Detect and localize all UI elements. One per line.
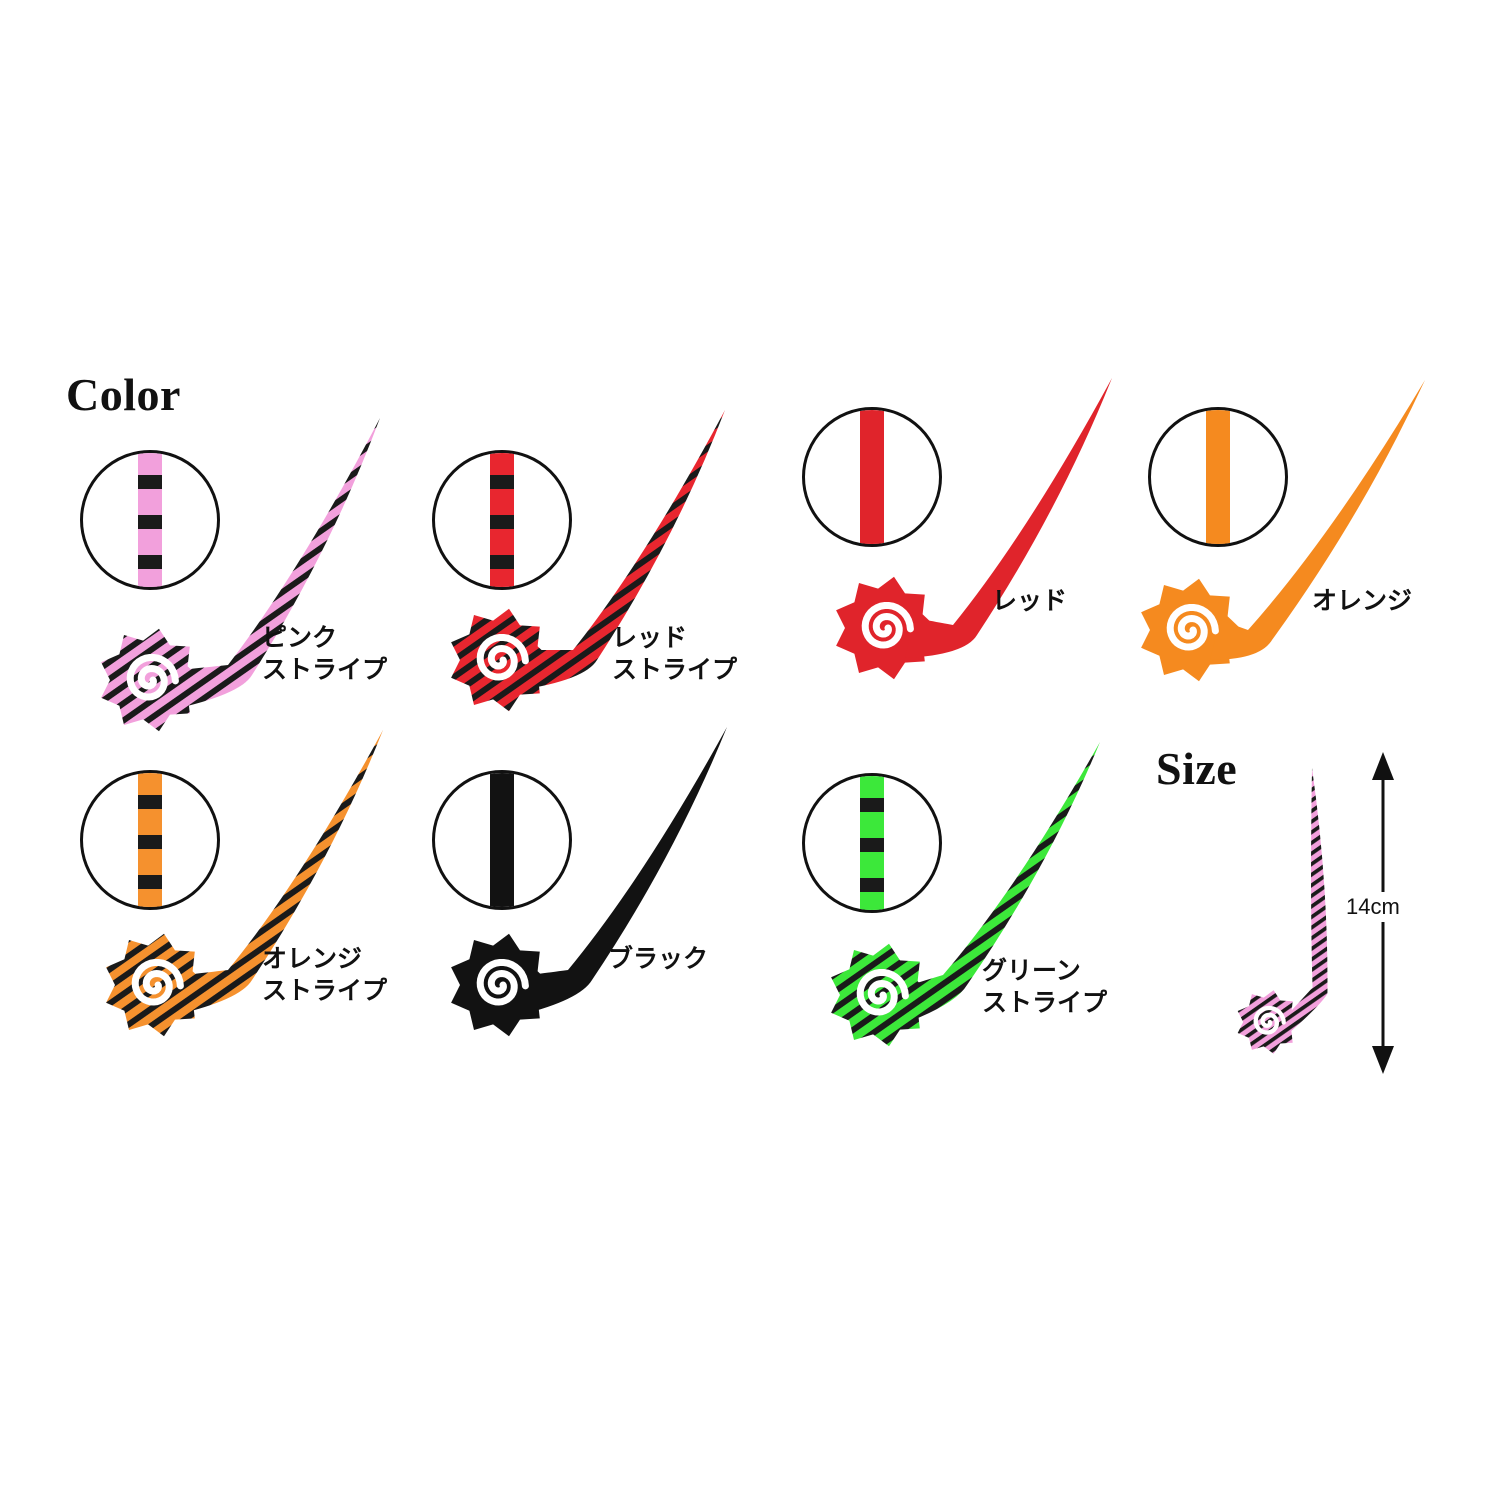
lure-spiral	[1166, 604, 1219, 651]
swatch-circle-red-stripe	[432, 450, 572, 590]
lure-spiral	[1253, 1005, 1286, 1035]
lure-tail	[520, 727, 727, 1015]
swatch-circle-orange-stripe	[80, 770, 220, 910]
lure-tail	[905, 378, 1112, 658]
swatch-circle-black	[432, 770, 572, 910]
swatch-strip	[138, 773, 162, 907]
size-length-label: 14cm	[1346, 892, 1400, 922]
lure-spiral	[126, 654, 179, 701]
lure-spiral	[476, 959, 529, 1006]
size-heading: Size	[1156, 743, 1238, 794]
swatch-strip	[490, 773, 514, 907]
color-heading: Color	[66, 369, 181, 420]
lure-tail	[175, 730, 383, 1015]
lure-spiral	[861, 602, 914, 649]
variant-label-orange: オレンジ	[1312, 586, 1413, 615]
lure-tail	[1280, 768, 1328, 1041]
swatch-circle-green-stripe	[802, 773, 942, 913]
variant-label-green-stripe: グリーン ストライプ	[982, 956, 1108, 1017]
variant-label-pink-stripe: ピンク ストライプ	[262, 623, 388, 684]
swatch-circle-red	[802, 407, 942, 547]
lure-spiral	[476, 634, 529, 681]
variant-label-orange-stripe: オレンジ ストライプ	[262, 944, 388, 1005]
variant-label-red-stripe: レッド ストライプ	[612, 623, 738, 684]
swatch-strip	[860, 776, 884, 910]
swatch-strip	[860, 410, 884, 544]
swatch-strip	[138, 453, 162, 587]
variant-label-black: ブラック	[608, 944, 709, 973]
lure-tail	[1210, 380, 1425, 660]
lure-tail	[170, 418, 380, 710]
variant-label-red: レッド	[992, 586, 1068, 615]
lure-spiral	[856, 969, 909, 1016]
lure-tail	[520, 410, 725, 690]
swatch-strip	[490, 453, 514, 587]
swatch-circle-pink-stripe	[80, 450, 220, 590]
lure-spiral	[131, 959, 184, 1006]
swatch-strip	[1206, 410, 1230, 544]
lure-tail	[900, 742, 1100, 1025]
swatch-circle-orange	[1148, 407, 1288, 547]
